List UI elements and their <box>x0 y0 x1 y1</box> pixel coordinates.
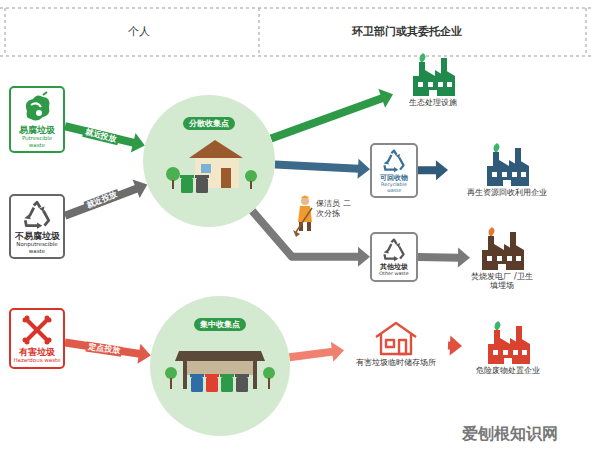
food-waste-icon <box>19 91 55 125</box>
annotation: 保洁员 二次分拣 <box>316 199 354 219</box>
node-title: 易腐垃圾 <box>19 125 55 135</box>
node-title: 再生资源回收利用企业 <box>467 188 547 197</box>
collection-circle: 集中收集点 <box>150 296 290 436</box>
flow-arrow <box>65 179 147 215</box>
waste-type-box: 其他垃圾Other waste <box>370 232 418 282</box>
sweeper-figure <box>293 196 312 238</box>
column-header: 环卫部门或其委托企业 <box>352 24 462 39</box>
arrow-shaft <box>252 211 359 257</box>
node-icon <box>484 320 532 364</box>
flow-arrow <box>418 160 448 180</box>
arrow-head <box>458 248 470 268</box>
node-icon <box>21 199 53 231</box>
flow-arrow <box>448 336 462 356</box>
edge-label: 定点投放 <box>85 342 122 357</box>
node-subtitle: Recyclable waste <box>374 182 414 193</box>
facility-node: 危险废物处置企业 <box>462 320 554 375</box>
flow-arrow <box>418 248 470 268</box>
flow-arrow <box>289 342 344 362</box>
node-icon <box>19 91 55 125</box>
storage-house-icon <box>373 320 419 356</box>
arrow-head <box>131 133 145 152</box>
arrow-shaft <box>289 352 333 358</box>
column-header: 个人 <box>128 24 150 39</box>
facility-node: 再生资源回收利用企业 <box>448 142 566 197</box>
node-title: 分散收集点 <box>183 117 235 130</box>
factory-icon <box>478 226 526 270</box>
node-icon <box>159 134 259 196</box>
hazard-icon <box>20 313 54 347</box>
arrow-head <box>331 342 344 362</box>
node-title: 有害垃圾 <box>19 347 55 357</box>
node-icon <box>381 237 407 263</box>
node-icon <box>409 52 457 96</box>
node-icon <box>165 335 275 397</box>
collection-point-illustration <box>165 335 275 397</box>
waste-type-box: 可回收物Recyclable waste <box>370 143 418 198</box>
factory-icon <box>409 52 457 96</box>
arrow-head <box>450 336 462 356</box>
recycle-icon <box>381 148 407 174</box>
arrow-head <box>378 89 393 108</box>
arrow-head <box>358 159 370 179</box>
arrow-head <box>133 179 148 198</box>
node-title: 危险废物处置企业 <box>476 366 540 375</box>
node-icon <box>381 148 407 174</box>
recycle-icon <box>21 199 53 231</box>
waste-type-box: 有害垃圾Hazardous waste <box>9 308 65 369</box>
flow-arrow <box>271 89 393 139</box>
arrow-head <box>137 344 150 364</box>
node-title: 焚烧发电厂 /卫生填埋场 <box>470 272 534 290</box>
waste-type-box: 不易腐垃圾Nonputrescible waste <box>9 194 65 259</box>
node-icon <box>483 142 531 186</box>
node-title: 其他垃圾 <box>380 263 408 271</box>
flow-arrow <box>65 343 151 364</box>
node-icon <box>373 320 419 356</box>
arrow-shaft <box>275 164 359 168</box>
waste-type-box: 易腐垃圾Putrescible waste <box>9 86 65 153</box>
node-icon <box>20 313 54 347</box>
collection-circle: 分散收集点 <box>143 95 275 227</box>
facility-node: 生态处理设施 <box>393 52 473 107</box>
factory-icon <box>483 142 531 186</box>
node-title: 生态处理设施 <box>409 98 457 107</box>
node-icon <box>478 226 526 270</box>
flow-arrow <box>252 211 370 267</box>
node-title: 不易腐垃圾 <box>15 231 60 241</box>
collection-point-illustration <box>159 134 259 196</box>
arrow-head <box>436 160 448 180</box>
recycle-icon <box>381 237 407 263</box>
dashed-frame <box>0 8 591 56</box>
node-subtitle: Other waste <box>379 271 408 277</box>
arrow-shaft <box>271 98 383 139</box>
node-title: 可回收物 <box>380 174 408 182</box>
arrow-shaft <box>65 188 137 215</box>
node-subtitle: Nonputrescible waste <box>13 241 61 254</box>
node-subtitle: Putrescible waste <box>13 135 61 148</box>
flow-arrow <box>65 126 145 152</box>
node-subtitle: Hazardous waste <box>13 357 60 363</box>
facility-node: 焚烧发电厂 /卫生填埋场 <box>470 226 534 290</box>
node-title: 有害垃圾临时储存场所 <box>356 358 436 367</box>
edge-label: 就近投放 <box>82 127 119 145</box>
arrow-shaft <box>418 253 459 262</box>
facility-node: 有害垃圾临时储存场所 <box>344 320 448 367</box>
arrow-head <box>358 247 370 267</box>
flow-arrow <box>275 159 370 179</box>
node-title: 集中收集点 <box>194 318 246 331</box>
arrow-shaft <box>418 166 437 174</box>
watermark: 爱刨根知识网 <box>462 424 558 445</box>
factory-icon <box>484 320 532 364</box>
